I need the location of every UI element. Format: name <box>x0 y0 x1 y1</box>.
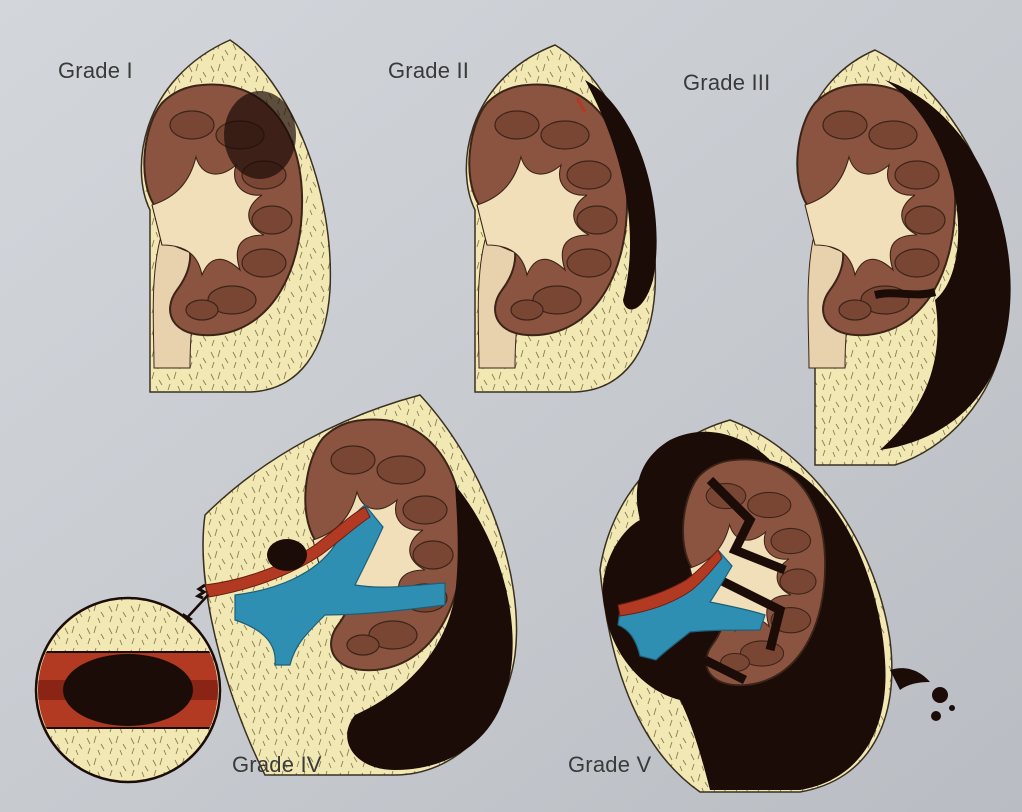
hilar-hematoma <box>267 539 307 571</box>
deep-laceration <box>875 292 935 295</box>
grade-4-label: Grade IV <box>232 752 322 778</box>
blood-drop <box>932 687 948 703</box>
grade-5-label: Grade V <box>568 752 651 778</box>
grade-4-vessel-inset <box>33 598 223 782</box>
subcapsular-hematoma <box>224 91 296 179</box>
blood-drop <box>931 711 941 721</box>
grade-3-label: Grade III <box>683 70 770 96</box>
grade-1-label: Grade I <box>58 58 133 84</box>
grade-2-label: Grade II <box>388 58 469 84</box>
blood-drop <box>949 705 955 711</box>
